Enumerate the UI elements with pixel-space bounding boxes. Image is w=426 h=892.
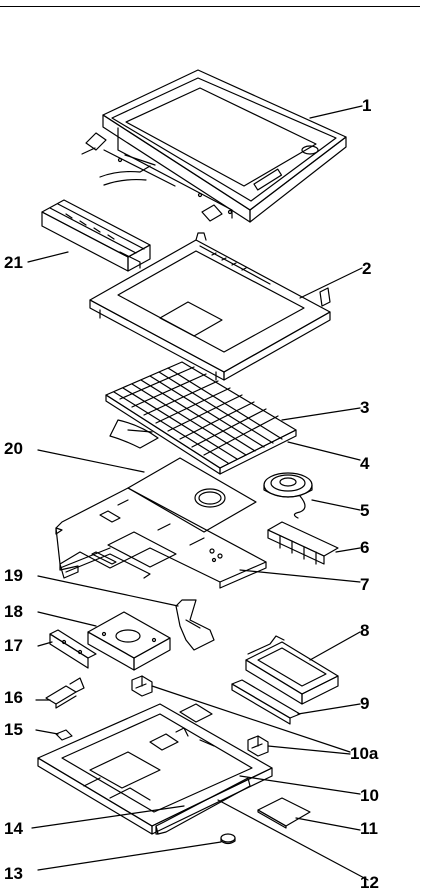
leader-1 xyxy=(310,106,362,118)
keyboard xyxy=(106,362,296,474)
leader-14 xyxy=(32,806,184,828)
leader-20 xyxy=(38,450,144,472)
callout-21: 21 xyxy=(4,254,23,271)
callout-16: 16 xyxy=(4,689,23,706)
memory-card xyxy=(258,798,310,828)
callout-3: 3 xyxy=(360,399,369,416)
leader-3 xyxy=(282,408,360,420)
callout-4: 4 xyxy=(360,455,369,472)
callout-18: 18 xyxy=(4,603,23,620)
hinge-10a-right xyxy=(248,736,268,756)
hdd-bracket xyxy=(50,630,96,668)
callout-1: 1 xyxy=(362,97,371,114)
leader-10a-a xyxy=(152,686,350,752)
leader-7 xyxy=(240,570,360,582)
leader-6 xyxy=(336,548,360,552)
callout-5: 5 xyxy=(360,502,369,519)
leader-10 xyxy=(240,776,360,794)
pad xyxy=(56,730,72,740)
leader-4 xyxy=(288,442,360,460)
callout-10a: 10a xyxy=(350,745,378,762)
leader-9 xyxy=(298,704,360,714)
hard-disk-drive xyxy=(88,612,170,670)
battery-pack xyxy=(42,200,150,271)
callout-17: 17 xyxy=(4,637,23,654)
leader-8 xyxy=(310,632,360,660)
callout-12: 12 xyxy=(360,874,379,891)
lcd-assembly xyxy=(82,70,346,222)
leader-10a-b xyxy=(268,746,350,754)
callout-6: 6 xyxy=(360,539,369,556)
leader-5 xyxy=(312,500,360,510)
leader-18 xyxy=(38,612,96,626)
speaker xyxy=(264,473,312,518)
callout-8: 8 xyxy=(360,622,369,639)
callout-2: 2 xyxy=(362,260,371,277)
callout-10: 10 xyxy=(360,787,379,804)
backup-battery xyxy=(221,834,235,844)
hdd-flex-cable xyxy=(176,600,214,650)
option-drive xyxy=(246,636,338,704)
callout-19: 19 xyxy=(4,567,23,584)
leader-11 xyxy=(296,818,360,830)
hinge-bracket xyxy=(268,522,338,564)
hinge-10a-left xyxy=(132,676,152,696)
callout-14: 14 xyxy=(4,820,23,837)
leader-13 xyxy=(38,842,221,870)
bottom-case xyxy=(38,704,272,834)
keyboard-shield xyxy=(128,458,256,532)
leader-19 xyxy=(38,576,178,606)
callout-7: 7 xyxy=(360,576,369,593)
system-board xyxy=(56,488,266,588)
leader-2 xyxy=(300,268,362,298)
callout-15: 15 xyxy=(4,721,23,738)
callout-11: 11 xyxy=(360,820,378,837)
latch xyxy=(46,678,84,708)
leader-15 xyxy=(36,730,58,734)
callout-9: 9 xyxy=(360,695,369,712)
callout-13: 13 xyxy=(4,865,23,882)
callout-20: 20 xyxy=(4,440,23,457)
leader-12 xyxy=(218,800,368,880)
leader-21 xyxy=(28,252,68,262)
